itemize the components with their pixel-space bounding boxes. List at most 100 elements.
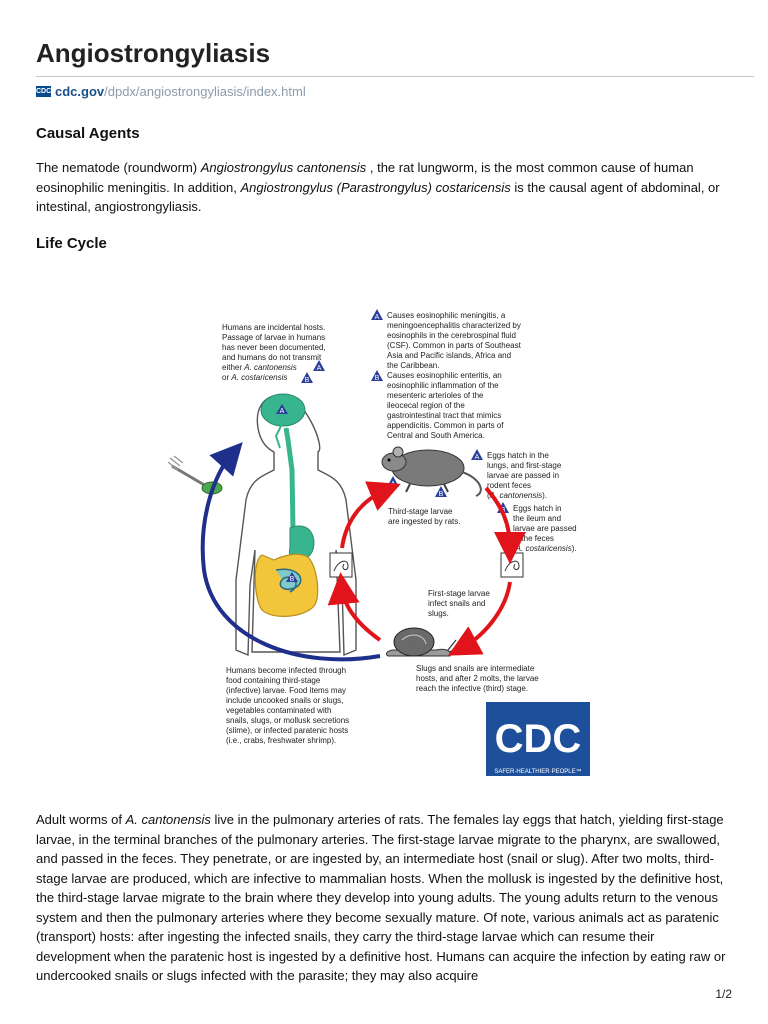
paragraph-life-cycle: Adult worms of A. cantonensis live in th… (36, 810, 732, 986)
cdc-favicon-icon: CDC (36, 86, 52, 97)
svg-text:has never been documented,: has never been documented, (222, 343, 326, 352)
esophagus (283, 427, 296, 531)
source-line: CDC cdc.gov/dpdx/angiostrongyliasis/inde… (36, 84, 306, 99)
meningitis-note: Causes eosinophilic meningitis, a mening… (387, 311, 522, 370)
svg-text:Third-stage larvae: Third-stage larvae (388, 507, 453, 516)
svg-text:meningoencephalitis characteri: meningoencephalitis characterized by (387, 321, 521, 330)
snail-icon (385, 627, 461, 657)
svg-text:snails, slugs, or mollusk secr: snails, slugs, or mollusk secretions (226, 716, 349, 725)
svg-text:reach the infective (third) st: reach the infective (third) stage. (416, 684, 528, 693)
marker-a-meningitis: A (371, 309, 383, 321)
svg-text:and humans do not transmit: and humans do not transmit (222, 353, 322, 362)
svg-text:include uncooked snails or slu: include uncooked snails or slugs, (226, 696, 343, 705)
page-number: 1/2 (715, 987, 732, 1001)
svg-text:A: A (391, 481, 396, 488)
humans-infected-note: Humans become infected through food cont… (226, 666, 349, 745)
svg-text:eosinophilic inflammation of t: eosinophilic inflammation of the (387, 381, 499, 390)
brain-pathway (274, 418, 283, 449)
svg-text:in the feces: in the feces (513, 534, 554, 543)
svg-text:food containing third-stage: food containing third-stage (226, 676, 321, 685)
paragraph-causal-agents: The nematode (roundworm) Angiostrongylus… (36, 158, 732, 217)
svg-text:B: B (375, 375, 380, 382)
svg-text:(CSF). Common in parts of Sou: (CSF). Common in parts of Southeast (387, 341, 522, 350)
svg-text:(infective) larvae. Food item: (infective) larvae. Food items may (226, 686, 346, 695)
svg-text:gastrointestinal tract that mi: gastrointestinal tract that mimics (387, 411, 501, 420)
arrow-snail-to-human (200, 442, 381, 662)
arrow-larva-to-rat (340, 481, 401, 549)
svg-text:A: A (375, 314, 380, 321)
svg-text:mesenteric arterioles of the: mesenteric arterioles of the (387, 391, 484, 400)
svg-text:hosts, and after 2 molts, the: hosts, and after 2 molts, the larvae (416, 674, 539, 683)
svg-text:First-stage larvae: First-stage larvae (428, 589, 490, 598)
svg-text:B: B (305, 377, 310, 384)
larva-box-left (329, 552, 353, 578)
svg-text:CDC: CDC (495, 717, 582, 761)
intermediate-hosts-note: Slugs and snails are intermediate hosts,… (416, 664, 539, 693)
marker-b-rat: B (435, 486, 447, 498)
svg-text:vegetables contaminated with: vegetables contaminated with (226, 706, 331, 715)
svg-text:slugs.: slugs. (428, 609, 449, 618)
svg-text:or A. costaricensis: or A. costaricensis (222, 373, 287, 382)
first-stage-snails-note: First-stage larvae infect snails and slu… (428, 589, 490, 618)
svg-text:(i.e., crabs, freshwater shrim: (i.e., crabs, freshwater shrimp). (226, 736, 336, 745)
text-run: Adult worms of (36, 812, 126, 827)
text-run: live in the pulmonary arteries of rats. … (36, 812, 726, 983)
arrow-feces-to-snail (447, 581, 512, 656)
incidental-hosts-note: Humans are incidental hosts. Passage of … (222, 323, 326, 382)
heading-life-cycle: Life Cycle (36, 235, 107, 252)
species-name: Angiostrongylus cantonensis (200, 160, 367, 175)
svg-text:Humans become infected through: Humans become infected through (226, 666, 346, 675)
marker-a-brain: A (276, 404, 288, 415)
svg-text:Humans are incidental hosts.: Humans are incidental hosts. (222, 323, 325, 332)
arrow-snail-to-larva (327, 572, 382, 642)
svg-text:rodent feces: rodent feces (487, 481, 531, 490)
text-run: is the causal agent of abdominal, or int… (36, 179, 720, 215)
svg-text:ileocecal region of the: ileocecal region of the (387, 401, 465, 410)
svg-text:the ileum and: the ileum and (513, 514, 561, 523)
cdc-logo: CDC SAFER·HEALTHIER·PEOPLE™ (486, 702, 590, 776)
marker-a-eggs: A (471, 449, 483, 461)
svg-text:Eggs hatch in: Eggs hatch in (513, 504, 561, 513)
svg-text:the Caribbean.: the Caribbean. (387, 361, 439, 370)
svg-text:A: A (280, 408, 285, 415)
page-title: Angiostrongyliasis (36, 38, 271, 68)
svg-text:larvae are passed in: larvae are passed in (487, 471, 559, 480)
svg-text:Slugs and snails are intermedi: Slugs and snails are intermediate (416, 664, 535, 673)
svg-text:A: A (317, 365, 322, 372)
third-stage-rats-note: Third-stage larvae are ingested by rats. (388, 507, 460, 526)
heading-causal-agents: Causal Agents (36, 125, 140, 142)
svg-text:A: A (475, 454, 480, 461)
text-run: , the rat lungworm, is the most common c… (36, 160, 694, 195)
svg-text:are ingested by rats.: are ingested by rats. (388, 517, 460, 526)
svg-text:Passage of larvae in humans: Passage of larvae in humans (222, 333, 325, 342)
species-name: A. cantonensis (125, 812, 211, 827)
marker-a-incidental: A (313, 360, 325, 372)
svg-text:B: B (439, 491, 444, 498)
marker-b-enteritis: B (371, 370, 383, 382)
svg-text:Causes eosinophilic meningitis: Causes eosinophilic meningitis, a (387, 311, 506, 320)
source-domain: cdc.gov (55, 84, 105, 99)
svg-text:infect snails and: infect snails and (428, 599, 485, 608)
svg-text:B: B (290, 576, 295, 583)
human-outline (235, 394, 357, 657)
svg-text:Central and South America.: Central and South America. (387, 431, 485, 440)
life-cycle-diagram: A B Humans are incidental hosts. Passage… (167, 309, 590, 776)
svg-text:appendicitis. Common in parts: appendicitis. Common in parts of (387, 421, 504, 430)
svg-text:SAFER·HEALTHIER·PEOPLE™: SAFER·HEALTHIER·PEOPLE™ (494, 768, 581, 775)
svg-text:larvae are passed: larvae are passed (513, 524, 577, 533)
title-divider (36, 76, 754, 77)
marker-b-incidental: B (301, 372, 313, 384)
svg-text:either A. cantonensis: either A. cantonensis (222, 363, 297, 372)
enteritis-note: Causes eosinophilic enteritis, an eosino… (387, 371, 504, 440)
svg-text:eosinophils in the cerebrospin: eosinophils in the cerebrospinal fluid (387, 331, 516, 340)
larva-box-right (500, 552, 524, 578)
svg-text:Eggs hatch in the: Eggs hatch in the (487, 451, 549, 460)
human-figure (235, 393, 357, 657)
text-run: The nematode (roundworm) (36, 160, 201, 175)
marker-b-intestine: B (286, 572, 298, 583)
svg-text:Causes eosinophilic enteritis,: Causes eosinophilic enteritis, an (387, 371, 502, 380)
species-name: Angiostrongylus (Parastrongylus) costari… (240, 179, 511, 195)
svg-text:(A. cantonensis).: (A. cantonensis). (487, 491, 547, 500)
source-path: /dpdx/angiostrongyliasis/index.html (104, 84, 306, 99)
source-link[interactable]: cdc.gov/dpdx/angiostrongyliasis/index.ht… (55, 84, 306, 99)
